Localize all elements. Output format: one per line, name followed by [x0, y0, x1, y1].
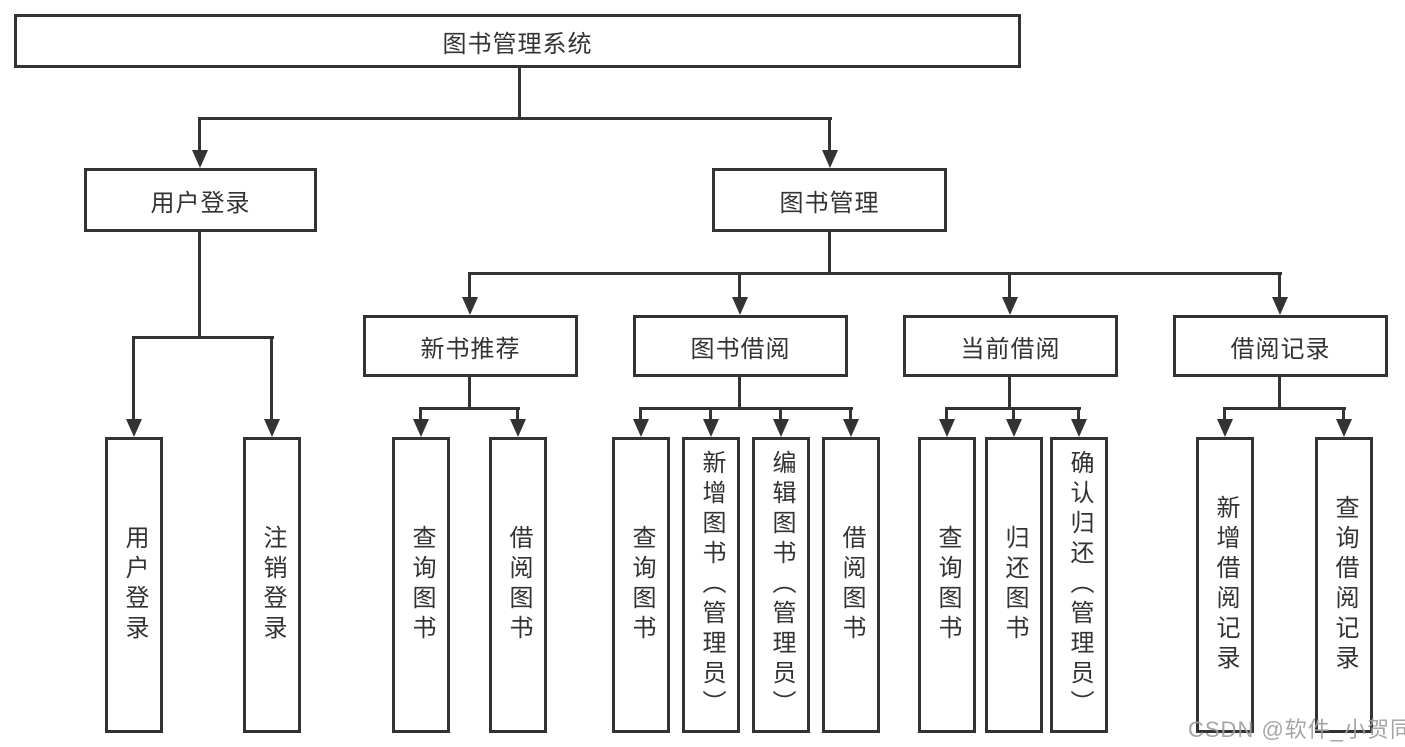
node-new-book-recommend-label: 新书推荐 — [420, 335, 521, 363]
connector-line — [1008, 376, 1011, 409]
arrowhead-icon — [703, 419, 719, 437]
connector-line — [849, 407, 852, 422]
connector-line — [1012, 407, 1015, 422]
node-borrow-records-label: 借阅记录 — [1230, 335, 1331, 363]
leaf-query-borrow-record-label: 查询借阅记录 — [1331, 495, 1358, 675]
connector-line — [828, 117, 831, 153]
arrowhead-icon — [822, 150, 838, 168]
connector-line — [738, 272, 741, 300]
connector-line — [1223, 407, 1346, 410]
leaf-borrow-query: 查询图书 — [612, 437, 670, 733]
node-book-management-label: 图书管理 — [779, 189, 880, 217]
arrowhead-icon — [1272, 297, 1288, 315]
connector-line — [516, 407, 519, 422]
connector-line — [1077, 407, 1080, 422]
arrowhead-icon — [413, 419, 429, 437]
node-borrow-records: 借阅记录 — [1173, 315, 1388, 377]
arrowhead-icon — [1336, 419, 1352, 437]
leaf-user-login: 用户登录 — [105, 437, 163, 733]
leaf-borrow-add-book: 新增图书（管理员） — [682, 437, 740, 733]
arrowhead-icon — [732, 297, 748, 315]
arrowhead-icon — [1217, 419, 1233, 437]
connector-line — [419, 407, 422, 422]
arrowhead-icon — [1071, 419, 1087, 437]
connector-line — [639, 407, 642, 422]
connector-line — [1278, 272, 1281, 300]
connector-line — [468, 376, 471, 409]
node-root-label: 图书管理系统 — [442, 30, 593, 58]
arrowhead-icon — [462, 297, 478, 315]
node-book-borrow: 图书借阅 — [633, 315, 848, 377]
leaf-add-borrow-record: 新增借阅记录 — [1196, 437, 1254, 733]
connector-line — [132, 336, 135, 422]
connector-line — [518, 68, 521, 120]
leaf-newbook-borrow: 借阅图书 — [489, 437, 547, 733]
leaf-newbook-query-label: 查询图书 — [408, 525, 435, 645]
leaf-confirm-return-label: 确认归还（管理员） — [1066, 450, 1093, 720]
connector-line — [1008, 272, 1011, 300]
connector-line — [779, 407, 782, 422]
node-current-borrow: 当前借阅 — [903, 315, 1118, 377]
leaf-return-book-label: 归还图书 — [1001, 525, 1028, 645]
node-user-login: 用户登录 — [84, 168, 317, 232]
arrowhead-icon — [264, 419, 280, 437]
node-user-login-label: 用户登录 — [150, 189, 251, 217]
leaf-query-borrow-record: 查询借阅记录 — [1315, 437, 1373, 733]
connector-line — [738, 376, 741, 409]
arrowhead-icon — [192, 150, 208, 168]
leaf-newbook-borrow-label: 借阅图书 — [505, 525, 532, 645]
leaf-return-book: 归还图书 — [985, 437, 1043, 733]
arrowhead-icon — [1002, 297, 1018, 315]
connector-line — [469, 272, 1282, 275]
connector-line — [198, 232, 201, 339]
connector-line — [1342, 407, 1345, 422]
arrowhead-icon — [773, 419, 789, 437]
connector-line — [828, 232, 831, 275]
leaf-borrow-edit-book-label: 编辑图书（管理员） — [768, 450, 795, 720]
arrowhead-icon — [939, 419, 955, 437]
leaf-add-borrow-record-label: 新增借阅记录 — [1212, 495, 1239, 675]
connector-line — [132, 336, 274, 339]
connector-line — [1223, 407, 1226, 422]
arrowhead-icon — [843, 419, 859, 437]
node-root: 图书管理系统 — [14, 14, 1021, 68]
connector-line — [270, 336, 273, 422]
node-new-book-recommend: 新书推荐 — [363, 315, 578, 377]
connector-line — [639, 407, 853, 410]
connector-line — [198, 117, 201, 153]
leaf-user-login-label: 用户登录 — [121, 525, 148, 645]
arrowhead-icon — [510, 419, 526, 437]
node-book-borrow-label: 图书借阅 — [690, 335, 791, 363]
leaf-current-query-label: 查询图书 — [934, 525, 961, 645]
leaf-borrow-book-label: 借阅图书 — [838, 525, 865, 645]
leaf-logout-label: 注销登录 — [259, 525, 286, 645]
connector-line — [468, 272, 471, 300]
connector-line — [945, 407, 948, 422]
connector-line — [198, 117, 832, 120]
leaf-borrow-edit-book: 编辑图书（管理员） — [752, 437, 810, 733]
connector-line — [419, 407, 520, 410]
leaf-logout: 注销登录 — [243, 437, 301, 733]
leaf-borrow-add-book-label: 新增图书（管理员） — [698, 450, 725, 720]
connector-line — [1278, 376, 1281, 409]
csdn-watermark: CSDN @软件_小贺同学 — [1188, 717, 1405, 742]
connector-line — [709, 407, 712, 422]
node-current-borrow-label: 当前借阅 — [960, 335, 1061, 363]
leaf-borrow-book: 借阅图书 — [822, 437, 880, 733]
arrowhead-icon — [1006, 419, 1022, 437]
leaf-current-query: 查询图书 — [918, 437, 976, 733]
node-book-management: 图书管理 — [712, 168, 947, 232]
leaf-borrow-query-label: 查询图书 — [628, 525, 655, 645]
leaf-confirm-return: 确认归还（管理员） — [1050, 437, 1108, 733]
arrowhead-icon — [126, 419, 142, 437]
arrowhead-icon — [633, 419, 649, 437]
leaf-newbook-query: 查询图书 — [392, 437, 450, 733]
